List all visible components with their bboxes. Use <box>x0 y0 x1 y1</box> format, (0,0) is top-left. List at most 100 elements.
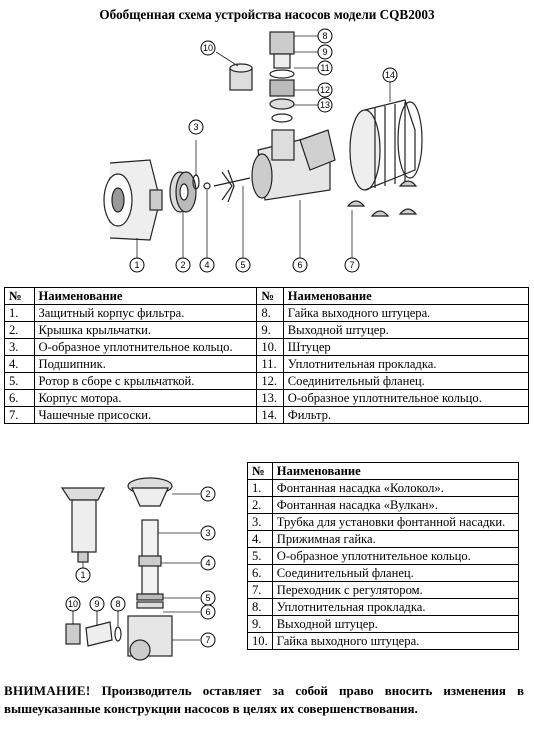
cell: 2. <box>4 321 35 339</box>
cell: Корпус мотора. <box>33 389 258 407</box>
table-row: 4.Прижимная гайка. <box>247 530 520 548</box>
cell: 4. <box>247 530 273 548</box>
parts-table-fountain: № Наименование 1.Фонтанная насадка «Коло… <box>247 462 520 650</box>
impeller-cover-drawing <box>169 171 197 213</box>
cell: Соединительный фланец. <box>271 564 520 582</box>
outlet-nut-set-drawing <box>65 621 122 647</box>
table-row: 8.Уплотнительная прокладка. <box>247 598 520 616</box>
callout-b3: 3 <box>200 525 216 541</box>
table-row: 4.Подшипник.11.Уплотнительная прокладка. <box>4 355 530 373</box>
cell: 14. <box>256 406 284 424</box>
callout-12: 12 <box>317 82 333 98</box>
callout-4: 4 <box>199 257 215 273</box>
cell: Трубка для установки фонтанной насадки. <box>271 513 520 531</box>
callout-2: 2 <box>175 257 191 273</box>
svg-text:9: 9 <box>322 47 327 57</box>
svg-text:11: 11 <box>320 63 329 73</box>
regulator-adapter-drawing <box>127 615 200 661</box>
table-row: 6.Соединительный фланец. <box>247 564 520 582</box>
cell: Соединительный фланец. <box>282 372 530 390</box>
cell: 5. <box>247 547 273 565</box>
svg-text:2: 2 <box>180 260 185 270</box>
rotor-drawing <box>213 169 251 203</box>
col-header: Наименование <box>271 462 520 480</box>
cell: 3. <box>247 513 273 531</box>
cell: Защитный корпус фильтра. <box>33 304 258 322</box>
svg-text:6: 6 <box>297 260 302 270</box>
cell: 5. <box>4 372 35 390</box>
outlet-fittings-drawing <box>269 31 295 123</box>
svg-text:2: 2 <box>205 489 210 499</box>
svg-text:7: 7 <box>349 260 354 270</box>
cell: 13. <box>256 389 284 407</box>
cell: Чашечные присоски. <box>33 406 258 424</box>
svg-text:3: 3 <box>205 528 210 538</box>
callout-10: 10 <box>200 40 216 56</box>
table-header-row: № Наименование <box>247 462 520 480</box>
cell: Фонтанная насадка «Вулкан». <box>271 496 520 514</box>
cell: 12. <box>256 372 284 390</box>
motor-body-drawing <box>251 129 336 201</box>
svg-text:3: 3 <box>193 122 198 132</box>
callout-11: 11 <box>317 60 333 76</box>
page-title: Обобщенная схема устройства насосов моде… <box>99 7 435 22</box>
col-header: № <box>4 287 35 305</box>
callout-7: 7 <box>344 257 360 273</box>
table-row: 3.О-образное уплотнительное кольцо.10.Шт… <box>4 338 530 356</box>
callout-1: 1 <box>129 257 145 273</box>
svg-text:6: 6 <box>205 607 210 617</box>
suction-cups-drawing <box>346 180 418 217</box>
cell: Уплотнительная прокладка. <box>282 355 530 373</box>
cell: Ротор в сборе с крыльчаткой. <box>33 372 258 390</box>
callout-b9: 9 <box>89 596 105 612</box>
table-row: 3.Трубка для установки фонтанной насадки… <box>247 513 520 531</box>
cell: 7. <box>4 406 35 424</box>
cell: Штуцер <box>282 338 530 356</box>
cell: Фонтанная насадка «Колокол». <box>271 479 520 497</box>
col-header: № <box>247 462 273 480</box>
cell: 6. <box>247 564 273 582</box>
cell: 9. <box>256 321 284 339</box>
cell: 10. <box>247 632 273 650</box>
callout-b7: 7 <box>200 632 216 648</box>
cell: О-образное уплотнительное кольцо. <box>282 389 530 407</box>
table-row: 6.Корпус мотора.13.О-образное уплотнител… <box>4 389 530 407</box>
table-row: 5.Ротор в сборе с крыльчаткой.12.Соедини… <box>4 372 530 390</box>
table-header-row: № Наименование № Наименование <box>4 287 530 305</box>
fountain-bell-drawing <box>60 487 105 568</box>
cell: Выходной штуцер. <box>282 321 530 339</box>
callout-6: 6 <box>292 257 308 273</box>
table-row: 7.Переходник с регулятором. <box>247 581 520 599</box>
cell: 7. <box>247 581 273 599</box>
cell: О-образное уплотнительное кольцо. <box>33 338 258 356</box>
cell: Фильтр. <box>282 406 530 424</box>
svg-text:13: 13 <box>320 100 330 110</box>
svg-text:5: 5 <box>240 260 245 270</box>
cell: Гайка выходного штуцера. <box>282 304 530 322</box>
cell: Подшипник. <box>33 355 258 373</box>
callout-b2: 2 <box>200 486 216 502</box>
warning-text: Производитель оставляет за собой право в… <box>4 683 524 716</box>
svg-text:10: 10 <box>68 599 78 609</box>
callout-b8: 8 <box>110 596 126 612</box>
cell: 3. <box>4 338 35 356</box>
table-row: 2.Фонтанная насадка «Вулкан». <box>247 496 520 514</box>
svg-text:10: 10 <box>203 43 213 53</box>
col-header: № <box>256 287 284 305</box>
callout-14: 14 <box>382 67 398 83</box>
cell: О-образное уплотнительное кольцо. <box>271 547 520 565</box>
cell: 9. <box>247 615 273 633</box>
filter-cage-drawing <box>349 99 423 191</box>
cell: 4. <box>4 355 35 373</box>
warning-notice: ВНИМАНИЕ! Производитель оставляет за соб… <box>4 682 524 718</box>
callout-b5: 5 <box>200 590 216 606</box>
cell: 10. <box>256 338 284 356</box>
warning-lead: ВНИМАНИЕ! <box>4 683 91 698</box>
svg-text:4: 4 <box>204 260 209 270</box>
cell: 1. <box>247 479 273 497</box>
callout-b6: 6 <box>200 604 216 620</box>
parts-table-pump: № Наименование № Наименование 1.Защитный… <box>4 287 530 424</box>
cell: Гайка выходного штуцера. <box>271 632 520 650</box>
cell: 6. <box>4 389 35 407</box>
fountain-tube-drawing <box>136 519 200 613</box>
